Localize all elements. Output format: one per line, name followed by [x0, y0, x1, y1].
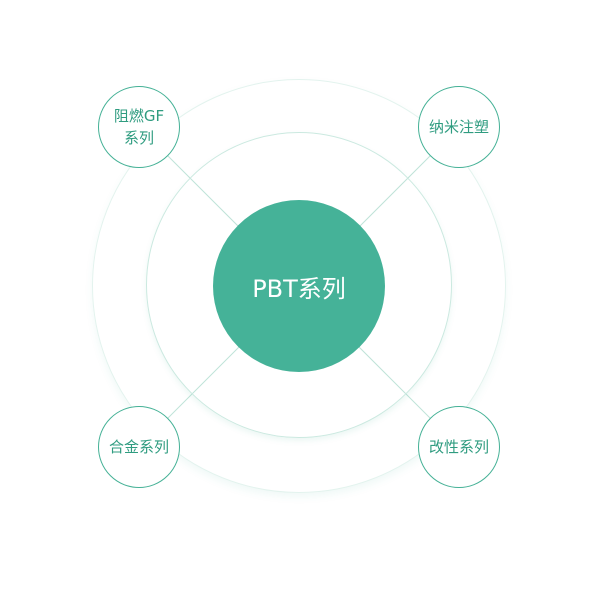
center-label: PBT系列 [252, 274, 346, 303]
node-label: 纳米注塑 [428, 118, 489, 136]
inner-ring [146, 132, 452, 438]
node-label: 阻燃GF系列 [113, 107, 165, 147]
outer-ring [92, 79, 506, 493]
center-node[interactable]: PBT系列 [213, 200, 385, 372]
node-flame-retardant-gf[interactable]: 阻燃GF系列 [98, 86, 180, 168]
node-modified[interactable]: 改性系列 [418, 406, 500, 488]
node-label: 改性系列 [428, 438, 489, 456]
node-nano-injection[interactable]: 纳米注塑 [418, 86, 500, 168]
node-label: 合金系列 [108, 438, 169, 456]
node-alloy[interactable]: 合金系列 [98, 406, 180, 488]
